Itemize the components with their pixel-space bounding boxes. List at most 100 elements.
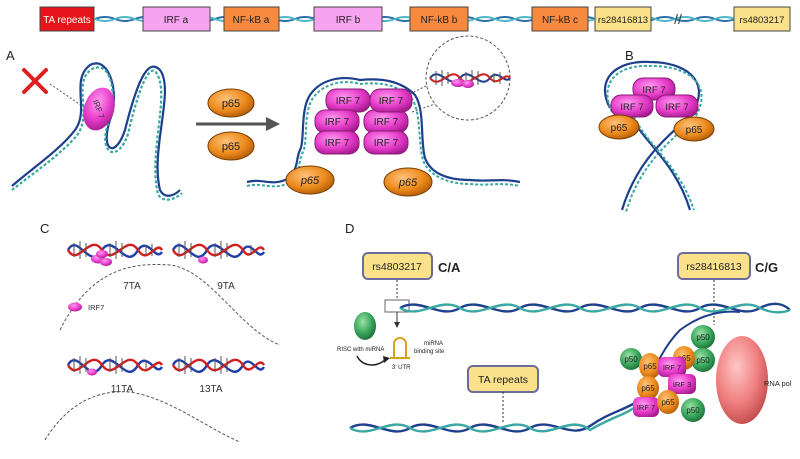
helix-11ta [66, 356, 164, 376]
box-nfkb-a-label: NF-kB a [233, 15, 270, 26]
irf7-b-3 [655, 94, 699, 118]
p65-bottom [207, 131, 255, 161]
irf7-cluster-4 [314, 130, 360, 155]
panel-b: B IRF 7 IRF 7 IRF 7 p65 p65 [598, 48, 715, 213]
p50-left-label: p50 [624, 355, 638, 364]
p65-right-label: p65 [398, 177, 418, 189]
snp-box-rs4803217 [362, 252, 433, 280]
ta-repeats-label: TA repeats [478, 374, 528, 386]
p65-right [383, 167, 433, 197]
risc-icon [354, 312, 376, 340]
panel-b-letter: B [625, 48, 634, 63]
mirna-label-2: binding site [414, 349, 445, 355]
p65-bottom-label: p65 [222, 141, 240, 153]
dna-complex-strand-b [246, 81, 521, 188]
box-irf-b [313, 6, 383, 32]
irf7-cluster: IRF 7 IRF 7 IRF 7 IRF 7 IRF 7 IRF 7 [314, 88, 413, 155]
irf7-d-2 [633, 397, 659, 417]
panel-c-letter: C [40, 221, 49, 236]
p65-d-3 [637, 376, 659, 400]
helix-9ta [171, 241, 266, 264]
p50-bottom [681, 398, 705, 422]
legend-irf7-label: IRF7 [88, 303, 104, 312]
rna-pol [716, 336, 768, 424]
p65-b-right [673, 116, 715, 142]
panel-a-letter: A [6, 48, 15, 63]
irf7-loop-protein [83, 87, 115, 131]
p65-d-label-1: p65 [643, 362, 657, 371]
risc-arrow [356, 355, 386, 366]
p50-bottom-label: p50 [686, 406, 700, 415]
gene-bar: TA repeats IRF a NF-kB a IRF b NF-kB b N… [39, 6, 791, 32]
irf7-cluster-label-6: IRF 7 [379, 96, 404, 107]
label-7ta: 7TA [123, 281, 141, 292]
box-irf-b-label: IRF b [336, 15, 361, 26]
irf7-cluster-label-3: IRF 7 [374, 117, 399, 128]
arrow-icon [196, 117, 280, 131]
p65-left [285, 165, 335, 195]
dna-loop-strand-a [11, 62, 181, 197]
zoom-dna [429, 70, 511, 88]
irf3-d [668, 374, 696, 394]
p50-left [620, 348, 642, 370]
zoom-circle [425, 35, 511, 121]
snp-label-rs28416813: rs28416813 [686, 261, 742, 273]
dna-d-strand-a [399, 302, 791, 313]
nfkb-irf-complex: p50 p50 p50 p65 p65 IRF 7 IRF 3 p65 IRF … [620, 325, 715, 422]
p65-b-right-label: p65 [686, 125, 703, 136]
mirna-label-1: miRNA [424, 341, 443, 347]
box-rs28416813-label: rs28416813 [598, 15, 648, 26]
box-nfkb-c-label: NF-kB c [542, 15, 578, 26]
dna-d-lower-b [349, 403, 641, 433]
irf7-cluster-label-4: IRF 7 [325, 138, 350, 149]
risc-label: RISC with miRNA [337, 347, 384, 353]
p65-top [207, 88, 255, 118]
box-nfkb-a [223, 6, 280, 32]
box-nfkb-b-label: NF-kB b [421, 15, 458, 26]
irf7-b-2 [610, 94, 654, 118]
p65-d-label-2: p65 [677, 354, 691, 363]
allele-ca: C/A [438, 260, 461, 275]
snp-box-rs28416813 [677, 252, 751, 280]
rna-pol-label: RNA pol [764, 379, 792, 388]
utr-label: 3' UTR [392, 365, 411, 371]
irf7-cluster-label-2: IRF 7 [325, 117, 350, 128]
irf7-d-label-1: IRF 7 [663, 363, 681, 372]
utr-hairpin-icon [393, 337, 407, 358]
box-irf-a [142, 6, 211, 32]
p65-d-label-4: p65 [661, 398, 675, 407]
risc-arrowhead [383, 356, 390, 363]
p65-b-left [598, 114, 640, 140]
p65-left-label: p65 [300, 175, 320, 187]
panel-c: C 7TA 9TA IRF7 11TA [40, 221, 281, 443]
p50-top-label: p50 [696, 333, 710, 342]
allele-cg: C/G [755, 260, 778, 275]
cross-icon [22, 68, 48, 94]
irf7-b-1 [632, 77, 676, 101]
irf7-cluster-5 [363, 130, 409, 155]
irf3-d-label: IRF 3 [673, 380, 691, 389]
dna-loop-strand-b [11, 66, 183, 201]
box-irf-a-label: IRF a [164, 15, 189, 26]
p50-top [691, 325, 715, 349]
panel-d-letter: D [345, 221, 354, 236]
label-13ta: 13TA [199, 384, 222, 395]
label-11ta: 11TA [111, 384, 134, 395]
p65-b-left-label: p65 [611, 123, 628, 134]
irf7-b-label-3: IRF 7 [665, 102, 688, 113]
dna-d-strand-b [399, 303, 791, 314]
mirna-down-arrowhead [394, 322, 400, 328]
p50-right [691, 348, 715, 372]
label-9ta: 9TA [217, 281, 235, 292]
irf7-cluster-label-5: IRF 7 [374, 138, 399, 149]
p65-d-4 [657, 390, 679, 414]
break-mark: // [674, 11, 682, 27]
panel-a: A IRF 7 p65 p65 IRF 7 IRF 7 IRF 7 IRF 7 [6, 35, 521, 201]
helix-7ta [66, 241, 164, 266]
p65-d-1 [639, 353, 661, 379]
dna-d-lower-a [349, 399, 641, 433]
irf7-d-1 [658, 357, 686, 377]
irf7-b-label-1: IRF 7 [642, 85, 665, 96]
box-rs28416813 [594, 6, 652, 32]
